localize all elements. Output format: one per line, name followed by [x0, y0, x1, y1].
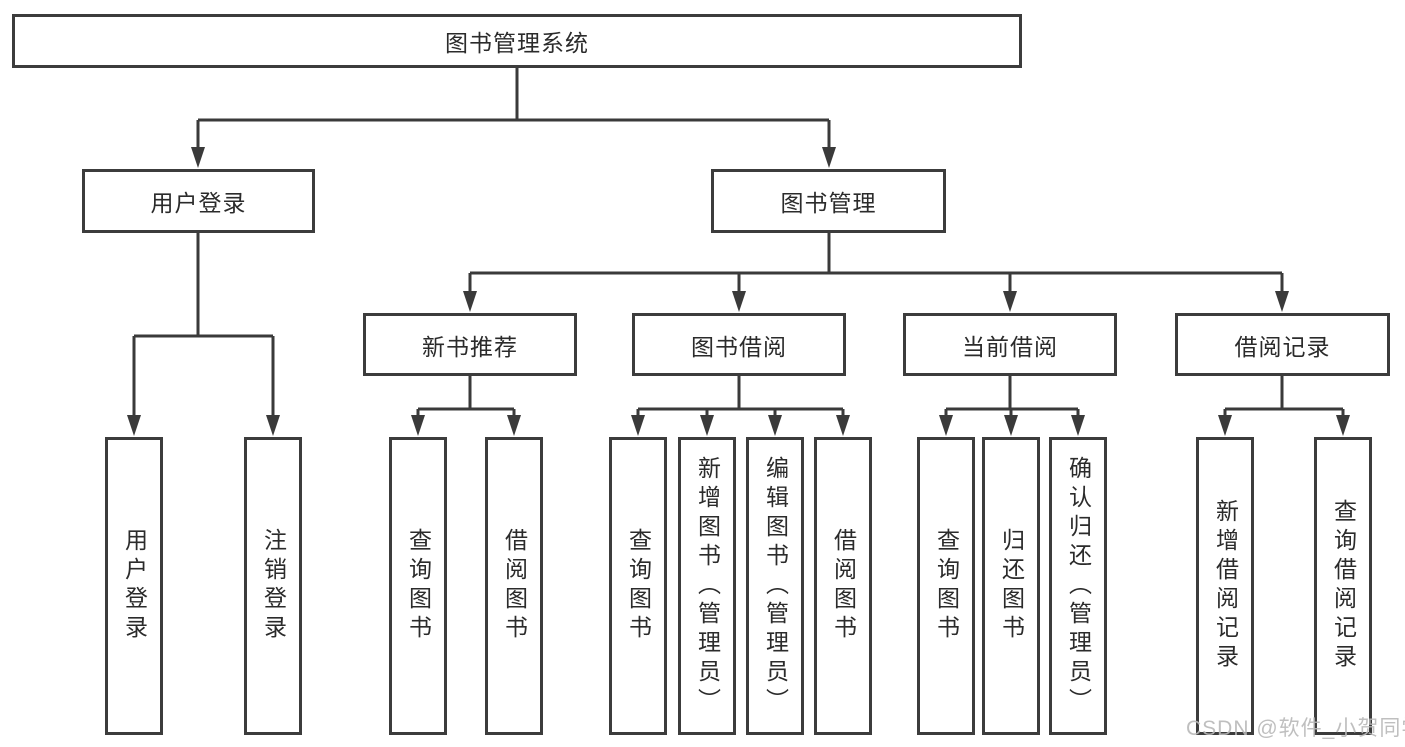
node-new-book-recommend-label: 新书推荐 [422, 333, 518, 360]
leaf-borrow-query-label: 查询图书 [625, 528, 652, 644]
leaf-records-query: 查询借阅记录 [1314, 437, 1372, 735]
leaf-newbooks-borrow: 借阅图书 [485, 437, 543, 735]
leaf-newbooks-query: 查询图书 [389, 437, 447, 735]
leaf-logout-label: 注销登录 [260, 528, 287, 644]
node-user-login: 用户登录 [82, 169, 315, 233]
node-current-borrow-label: 当前借阅 [962, 333, 1058, 360]
leaf-current-confirm-admin: 确认归还（管理员） [1049, 437, 1107, 735]
arrowheads [127, 147, 1350, 436]
leaf-borrow-add-admin: 新增图书（管理员） [678, 437, 736, 735]
leaf-user-login-label: 用户登录 [121, 528, 148, 644]
leaf-current-return: 归还图书 [982, 437, 1040, 735]
node-current-borrow: 当前借阅 [903, 313, 1117, 376]
leaf-borrow-borrow-label: 借阅图书 [830, 528, 857, 644]
node-borrow-records-label: 借阅记录 [1234, 333, 1331, 360]
leaf-newbooks-borrow-label: 借阅图书 [501, 528, 528, 644]
leaf-borrow-edit-admin: 编辑图书（管理员） [746, 437, 804, 735]
node-root-system: 图书管理系统 [12, 14, 1022, 68]
node-book-borrow-label: 图书借阅 [691, 333, 787, 360]
node-book-borrow: 图书借阅 [632, 313, 846, 376]
leaf-user-login: 用户登录 [105, 437, 163, 735]
node-book-management-label: 图书管理 [780, 190, 877, 216]
leaf-borrow-borrow: 借阅图书 [814, 437, 872, 735]
leaf-current-query: 查询图书 [917, 437, 975, 735]
node-new-book-recommend: 新书推荐 [363, 313, 577, 376]
leaf-borrow-query: 查询图书 [609, 437, 667, 735]
node-book-management: 图书管理 [711, 169, 946, 233]
leaf-current-return-label: 归还图书 [998, 528, 1025, 644]
leaf-current-confirm-admin-label: 确认归还（管理员） [1065, 455, 1092, 717]
csdn-watermark: CSDN @软件_小贺同学 [1186, 717, 1405, 740]
leaf-records-add: 新增借阅记录 [1196, 437, 1254, 735]
node-borrow-records: 借阅记录 [1175, 313, 1390, 376]
leaf-records-add-label: 新增借阅记录 [1212, 499, 1239, 673]
leaf-borrow-add-admin-label: 新增图书（管理员） [694, 455, 721, 717]
leaf-current-query-label: 查询图书 [933, 528, 960, 644]
node-root-label: 图书管理系统 [445, 30, 589, 56]
leaf-records-query-label: 查询借阅记录 [1330, 499, 1357, 673]
leaf-logout: 注销登录 [244, 437, 302, 735]
leaf-borrow-edit-admin-label: 编辑图书（管理员） [762, 455, 789, 717]
node-user-login-label: 用户登录 [150, 190, 247, 216]
leaf-newbooks-query-label: 查询图书 [405, 528, 432, 644]
